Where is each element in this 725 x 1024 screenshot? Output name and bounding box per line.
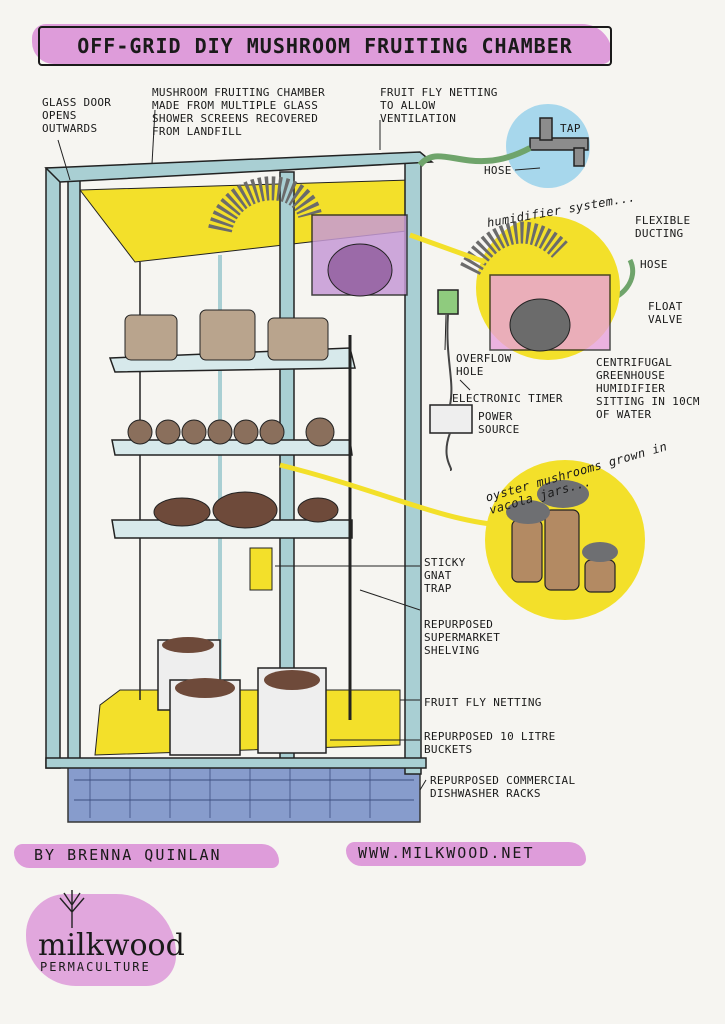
author-credit: BY BRENNA QUINLAN (34, 846, 222, 864)
centrifugal-label: CENTRIFUGAL GREENHOUSE HUMIDIFIER SITTIN… (596, 356, 700, 421)
glass-door-label: GLASS DOOR OPENS OUTWARDS (42, 96, 112, 135)
logo-sub: PERMACULTURE (40, 960, 151, 974)
hose-top-label: HOSE (484, 164, 512, 177)
logo-highlight (26, 894, 176, 986)
author-highlight (14, 844, 279, 868)
hose-right-label: HOSE (640, 258, 668, 271)
flexible-ducting-label: FLEXIBLE DUCTING (635, 214, 691, 240)
title-highlight (32, 24, 612, 64)
vacola-jars (511, 509, 616, 593)
sticky-gnat-trap (249, 547, 273, 591)
buckets-label: REPURPOSED 10 LITRE BUCKETS (424, 730, 556, 756)
website-link[interactable]: WWW.MILKWOOD.NET (358, 844, 535, 862)
mushrooms-lower (153, 491, 339, 529)
mushrooms-middle (127, 417, 335, 447)
tap-label: TAP (560, 122, 581, 135)
float-valve-label: FLOAT VALVE (648, 300, 683, 326)
power-source (429, 404, 473, 434)
ducting (208, 176, 322, 234)
dishwasher-label: REPURPOSED COMMERCIAL DISHWASHER RACKS (430, 774, 576, 800)
website-highlight (346, 842, 586, 866)
chamber-label: MUSHROOM FRUITING CHAMBER MADE FROM MULT… (152, 86, 326, 138)
fly-netting-bottom-label: FRUIT FLY NETTING (424, 696, 542, 709)
hose-top (417, 145, 532, 168)
shelving-label: REPURPOSED SUPERMARKET SHELVING (424, 618, 501, 657)
page-title: OFF-GRID DIY MUSHROOM FRUITING CHAMBER (38, 26, 612, 66)
logo-name: milkwood (38, 928, 185, 963)
mushroom-bags-top (124, 309, 329, 361)
electronic-timer-label: ELECTRONIC TIMER (452, 392, 563, 405)
overflow-hole-label: OVERFLOW HOLE (456, 352, 512, 378)
sticky-trap-label: STICKY GNAT TRAP (424, 556, 466, 595)
power-source-label: POWER SOURCE (478, 410, 520, 436)
tap-icon (529, 117, 589, 167)
fly-netting-top-label: FRUIT FLY NETTING TO ALLOW VENTILATION (380, 86, 498, 125)
